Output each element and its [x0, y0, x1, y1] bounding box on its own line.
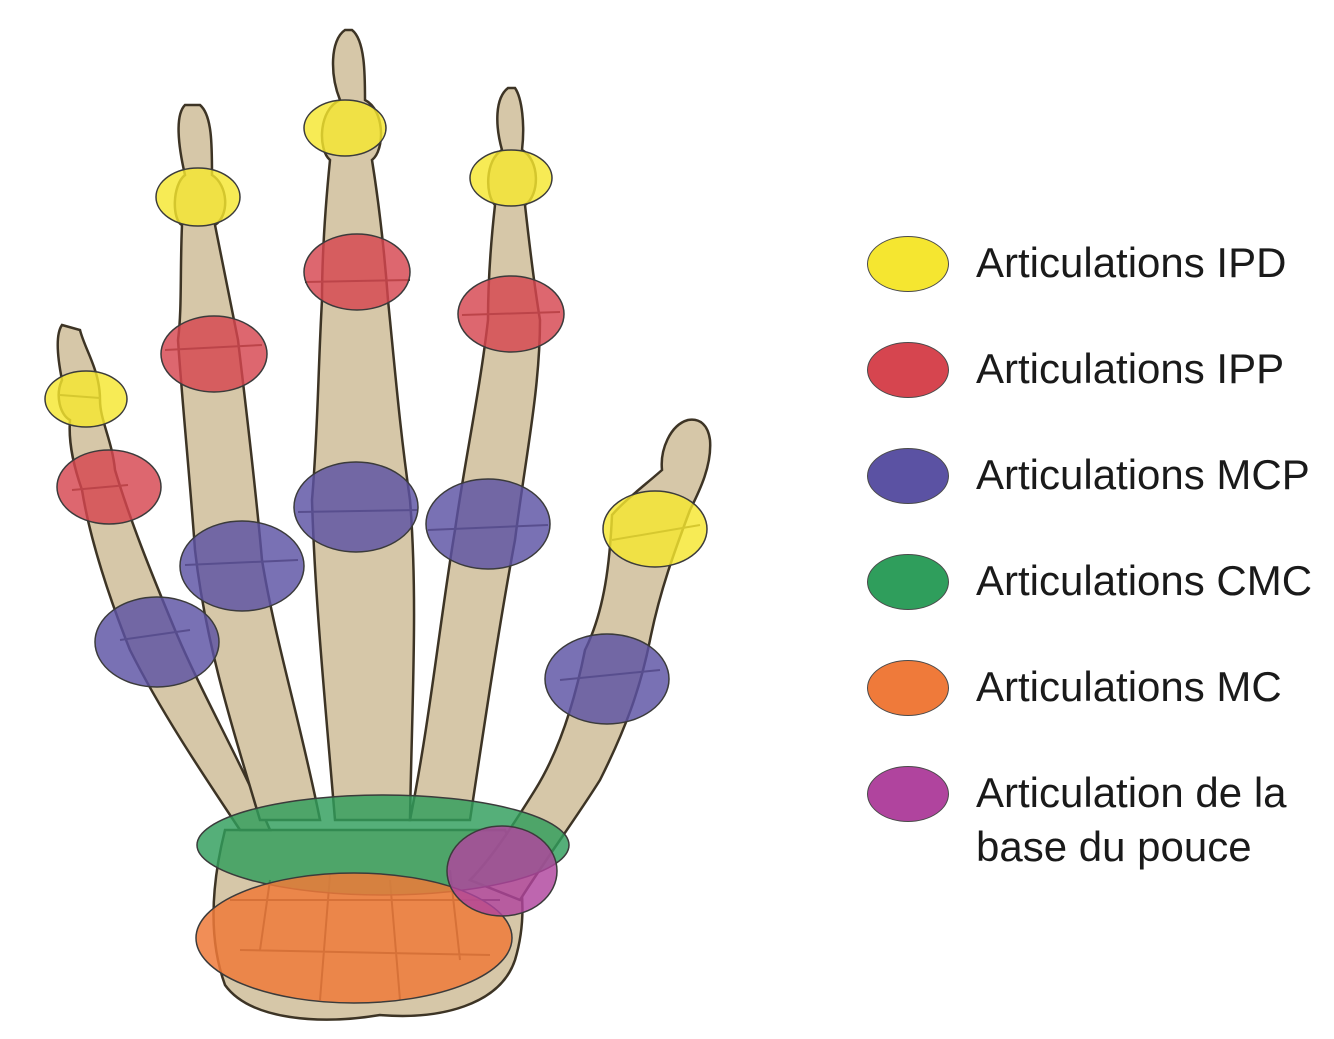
legend-swatch-mcp: [867, 448, 949, 504]
ipd-joint-middle: [303, 99, 387, 157]
legend-item-cmc: Articulations CMC: [866, 550, 1334, 656]
mcp-joint-middle: [293, 461, 419, 553]
legend-label-ipp: Articulations IPP: [976, 345, 1285, 392]
ipp-joint-ring: [160, 315, 268, 393]
legend-item-thumb-base: Articulation de la base du pouce: [866, 762, 1334, 870]
ipp-joint-pinky: [56, 449, 162, 525]
ipd-joint-pinky: [44, 370, 128, 428]
legend-label-thumb-base: Articulation de la base du pouce: [976, 769, 1287, 870]
ipp-joint-index: [457, 275, 565, 353]
legend-label-mcp: Articulations MCP: [976, 451, 1310, 498]
legend-label-mc: Articulations MC: [976, 663, 1282, 710]
legend-swatch-ipp: [867, 342, 949, 398]
hand-skeleton-diagram: [44, 28, 712, 1021]
joint-markers: [44, 99, 708, 1004]
legend-item-ipp: Articulations IPP: [866, 338, 1334, 444]
mc-joint: [195, 872, 513, 1004]
mcp-joint-thumb: [544, 633, 670, 725]
mcp-joint-pinky: [94, 596, 220, 688]
ipp-joint-middle: [303, 233, 411, 311]
legend-item-mcp: Articulations MCP: [866, 444, 1334, 550]
thumb-base-joint: [446, 825, 558, 917]
legend: Articulations IPD Articulations IPP Arti…: [866, 232, 1334, 870]
ipd-joint-ring: [155, 167, 241, 227]
legend-item-ipd: Articulations IPD: [866, 232, 1334, 338]
legend-swatch-mc: [867, 660, 949, 716]
ipd-joint-thumb: [602, 490, 708, 568]
mcp-joint-ring: [179, 520, 305, 612]
legend-item-mc: Articulations MC: [866, 656, 1334, 762]
legend-label-ipd: Articulations IPD: [976, 239, 1287, 286]
ipd-joint-index: [469, 149, 553, 207]
legend-swatch-thumb-base: [867, 766, 949, 822]
legend-swatch-ipd: [867, 236, 949, 292]
legend-label-cmc: Articulations CMC: [976, 557, 1313, 604]
legend-swatch-cmc: [867, 554, 949, 610]
mcp-joint-index: [425, 478, 551, 570]
